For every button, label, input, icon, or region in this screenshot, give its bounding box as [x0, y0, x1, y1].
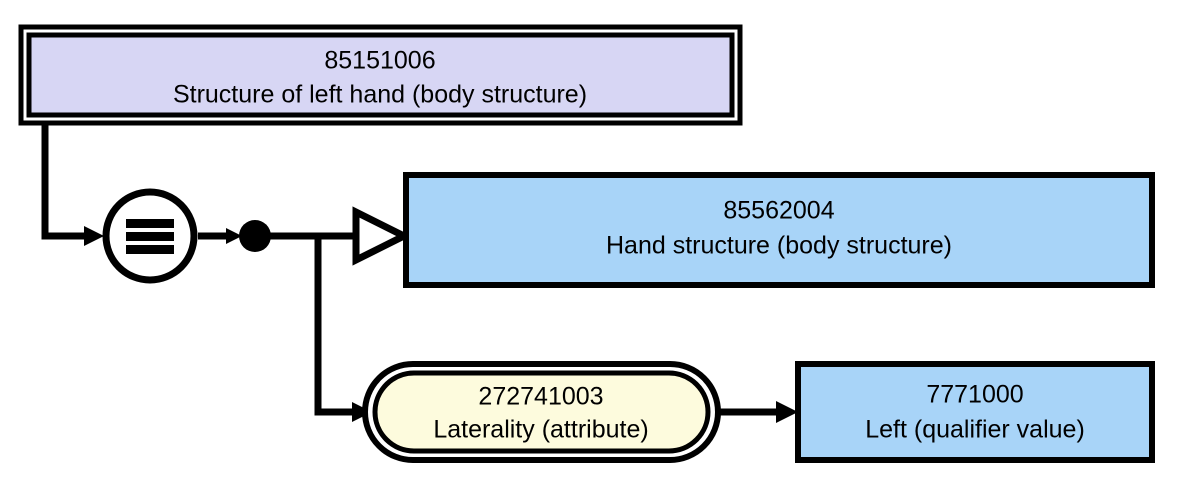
parent-concept-term: Hand structure (body structure)	[606, 232, 952, 260]
focus-concept-code: 85151006	[324, 47, 435, 75]
arrowhead-into-definition-status	[84, 226, 104, 246]
node-focus-concept[interactable]: 85151006 Structure of left hand (body st…	[18, 24, 743, 126]
node-attribute-value[interactable]: 7771000 Left (qualifier value)	[795, 361, 1155, 463]
parent-concept-border	[403, 172, 1155, 288]
arrowhead-is-a-hollow-triangle	[352, 206, 412, 266]
definition-status-node[interactable]	[102, 188, 198, 284]
attribute-code: 272741003	[478, 383, 603, 411]
connector-focus-to-definition-status	[41, 123, 104, 246]
parent-concept-code: 85562004	[723, 197, 834, 225]
attribute-inner-border	[372, 370, 711, 454]
focus-concept-inner-border	[26, 32, 735, 118]
connector-lines	[41, 123, 798, 423]
attribute-value-border	[795, 361, 1155, 463]
arrowhead-into-conjunction	[226, 228, 242, 244]
attribute-value-code: 7771000	[926, 381, 1023, 409]
node-attribute[interactable]: 272741003 Laterality (attribute)	[362, 361, 721, 463]
attribute-value-term: Left (qualifier value)	[865, 416, 1085, 444]
equivalent-to-icon	[126, 219, 174, 254]
attribute-term: Laterality (attribute)	[433, 416, 648, 444]
arrowhead-into-attribute-value	[776, 401, 798, 423]
line-branch-to-attribute	[314, 236, 362, 416]
line-focus-to-circle	[41, 123, 96, 240]
conjunction-dot-icon	[239, 220, 271, 252]
equivalent-bar-bottom	[126, 245, 174, 254]
equivalent-bar-middle	[126, 232, 174, 241]
connector-definition-status-to-conjunction	[198, 228, 242, 244]
equivalent-bar-top	[126, 219, 174, 228]
node-parent-concept[interactable]: 85562004 Hand structure (body structure)	[403, 172, 1155, 288]
focus-concept-term: Structure of left hand (body structure)	[173, 81, 587, 109]
